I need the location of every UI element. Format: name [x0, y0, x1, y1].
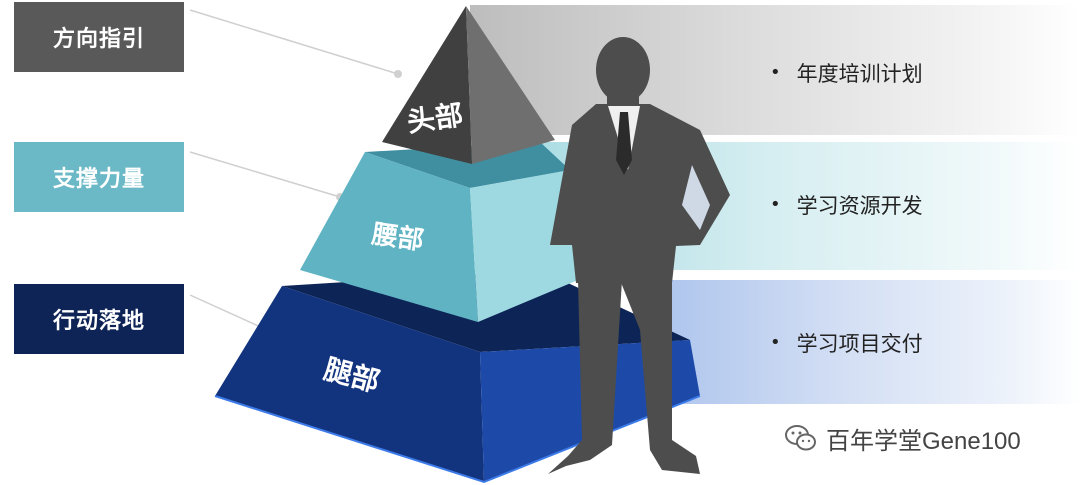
connector-line-top	[189, 9, 399, 75]
bullet-dot: •	[770, 332, 781, 353]
watermark-text: 百年学堂Gene100	[826, 427, 1021, 455]
tier-label-waist: 腰部	[369, 219, 426, 256]
bullet-text: 年度培训计划	[796, 62, 923, 86]
arm-gap-right	[682, 165, 710, 230]
connector-line-middle	[189, 151, 341, 198]
label-support-text: 支撑力量	[52, 167, 145, 192]
label-support: 支撑力量	[14, 142, 184, 212]
bullet-item-resource-dev: • 学习资源开发	[770, 190, 923, 220]
tier-label-head: 头部	[405, 98, 465, 138]
bullet-item-project-delivery: • 学习项目交付	[770, 328, 923, 358]
pyramid-tier-top	[382, 6, 555, 164]
bullet-dot: •	[770, 194, 781, 215]
wechat-icon	[785, 425, 816, 451]
band-top	[470, 5, 1080, 135]
bullet-text: 学习资源开发	[796, 194, 923, 218]
label-direction-text: 方向指引	[52, 27, 145, 52]
label-action: 行动落地	[14, 284, 184, 354]
label-action-text: 行动落地	[52, 309, 145, 334]
band-bottom	[640, 280, 1080, 404]
businessman-silhouette	[548, 37, 730, 474]
bullet-item-annual-plan: • 年度培训计划	[770, 58, 923, 88]
connector-dot-top	[394, 70, 402, 78]
necktie	[616, 112, 632, 175]
label-direction: 方向指引	[14, 2, 184, 72]
bullet-dot: •	[770, 62, 781, 83]
bullet-text: 学习项目交付	[796, 332, 923, 356]
watermark: 百年学堂Gene100	[784, 420, 1021, 456]
